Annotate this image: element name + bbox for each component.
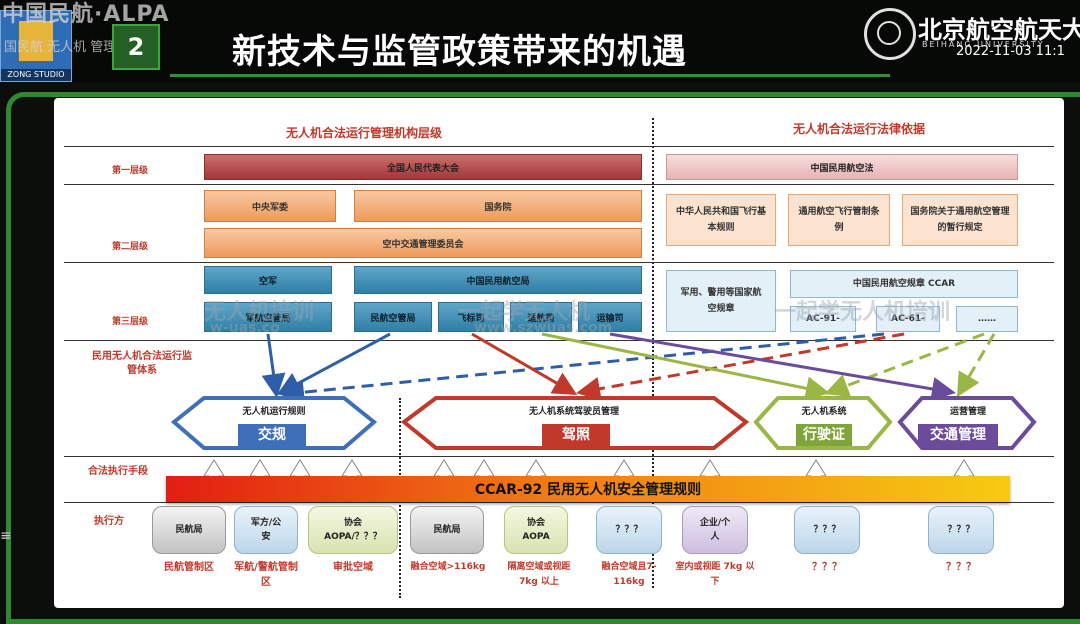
- university-english-name: BEIHANG UNIVERSITY: [922, 40, 1045, 49]
- caac-atmb-box: 民航空管局: [354, 302, 432, 332]
- operations-small: 运营管理: [949, 407, 986, 417]
- logo-caption: ZONG STUDIO: [1, 69, 71, 81]
- watermark-5: 一起学无人机培训: [774, 300, 951, 325]
- airworthiness-box: 适航司: [510, 302, 572, 332]
- ac91-box: AC-91-: [790, 306, 856, 332]
- university-seal-icon: [864, 8, 916, 60]
- civil-aviation-law-box: 中国民用航空法: [666, 154, 1018, 180]
- overlay-sub-text: 国民航 无人机 管理: [4, 40, 117, 55]
- executor-military-police: 军方/公安: [234, 506, 298, 554]
- registration-small: 无人机系统: [801, 407, 847, 417]
- transport-box: 运输司: [578, 302, 642, 332]
- right-header: 无人机合法运行法律依据: [792, 122, 925, 136]
- state-council-box: 国务院: [354, 190, 642, 222]
- scope-segregated-7kg: 隔离空域或视距 7kg 以上: [507, 562, 571, 587]
- ga-flight-control-box: 通用航空飞行管制条例: [788, 194, 890, 246]
- flight-standards-box: 飞标司: [438, 302, 504, 332]
- traffic-rules-small: 无人机运行规则: [242, 407, 306, 417]
- slide-title: 新技术与监管政策带来的机遇: [232, 32, 687, 72]
- side-control-icon[interactable]: ≡: [0, 528, 12, 544]
- military-police-regs-box: 军用、警用等国家航空规章: [666, 270, 776, 332]
- watermark-1: 无人机培训: [204, 300, 315, 325]
- scope-approved-airspace: 审批空域: [333, 562, 373, 573]
- scope-unknown-1: ？？？: [812, 562, 842, 573]
- left-header: 无人机合法运行管理机构层级: [285, 126, 442, 140]
- executor-association-1: 协会AOPA/？？？: [308, 506, 398, 554]
- level-1-label: 第一层级: [112, 166, 149, 176]
- university-name: 北京航空航天大: [918, 15, 1080, 44]
- scope-caac-controlled: 民航管制区: [164, 562, 214, 573]
- license-big: 驾照: [562, 427, 590, 443]
- ccar92-banner: CCAR-92 民用无人机安全管理规则: [166, 476, 1010, 502]
- ac-more-box: ……: [956, 306, 1018, 332]
- watermark-3: 一起学无人机: [458, 300, 591, 325]
- shield-icon: [19, 21, 53, 61]
- scope-fused-7-116kg: 融合空域且7-116kg: [601, 562, 657, 587]
- executor-association-2: 协会AOPA: [504, 506, 568, 554]
- caac-box: 中国民用航空局: [354, 266, 642, 294]
- npc-box: 全国人民代表大会: [204, 154, 642, 180]
- hex-registration: [753, 396, 893, 450]
- flight-rules-box: 中华人民共和国飞行基本规则: [666, 194, 776, 246]
- overlay-brand-text: 中国民航·ALPA: [2, 2, 170, 27]
- scope-military-police: 军航/警航管制区: [234, 562, 298, 588]
- divider-vertical: [652, 118, 654, 588]
- level-3-label: 第三层级: [112, 317, 149, 327]
- executor-caac-1: 民航局: [152, 506, 226, 554]
- title-underline: [170, 74, 890, 77]
- watermark-4: www.szwuas.com: [474, 320, 613, 336]
- ga-interim-rules-box: 国务院关于通用航空管理的暂行规定: [902, 194, 1018, 246]
- scope-unknown-2: ？？？: [946, 562, 976, 573]
- ac61-box: AC-61-: [876, 306, 940, 332]
- traffic-rules-big: 交规: [258, 427, 286, 443]
- executor-label: 执行方: [94, 516, 124, 527]
- executor-unknown-3: ？？？: [928, 506, 994, 554]
- video-timestamp: 2022-11-03 11:1: [956, 44, 1065, 59]
- executor-unknown-1: ？？？: [596, 506, 662, 554]
- hex-traffic-rules: [170, 396, 378, 450]
- studio-logo: ZONG STUDIO: [0, 10, 72, 82]
- scope-indoor-7kg: 室内或视距 7kg 以下: [675, 562, 755, 587]
- military-atc-box: 军航空管局: [204, 302, 332, 332]
- central-military-box: 中央军委: [204, 190, 336, 222]
- executor-company-individual: 企业/个人: [682, 506, 748, 554]
- hex-license: [400, 396, 750, 450]
- registration-big: 行驶证: [803, 427, 845, 443]
- ccar-box: 中国民用航空规章 CCAR: [790, 270, 1018, 298]
- executor-unknown-2: ？？？: [794, 506, 860, 554]
- top-bar: ZONG STUDIO 中国民航·ALPA 国民航 无人机 管理 2 新技术与监…: [0, 0, 1080, 82]
- executor-caac-2: 民航局: [410, 506, 484, 554]
- means-label: 合法执行手段: [88, 466, 148, 477]
- regulation-diagram: 无人机合法运行管理机构层级 无人机合法运行法律依据 第一层级 第二层级 第三层级…: [54, 98, 1064, 608]
- air-traffic-committee-box: 空中交通管理委员会: [204, 228, 642, 258]
- slide-number-badge: 2: [112, 24, 160, 70]
- level-2-label: 第二层级: [112, 242, 149, 252]
- scope-fused-116kg: 融合空域>116kg: [410, 562, 486, 572]
- air-force-box: 空军: [204, 266, 332, 294]
- license-small: 无人机系统驾驶员管理: [528, 407, 619, 417]
- operations-big: 交通管理: [930, 427, 986, 443]
- supervision-label: 民用无人机合法运行监管体系: [92, 351, 192, 376]
- watermark-2: w-uas.co: [210, 320, 280, 336]
